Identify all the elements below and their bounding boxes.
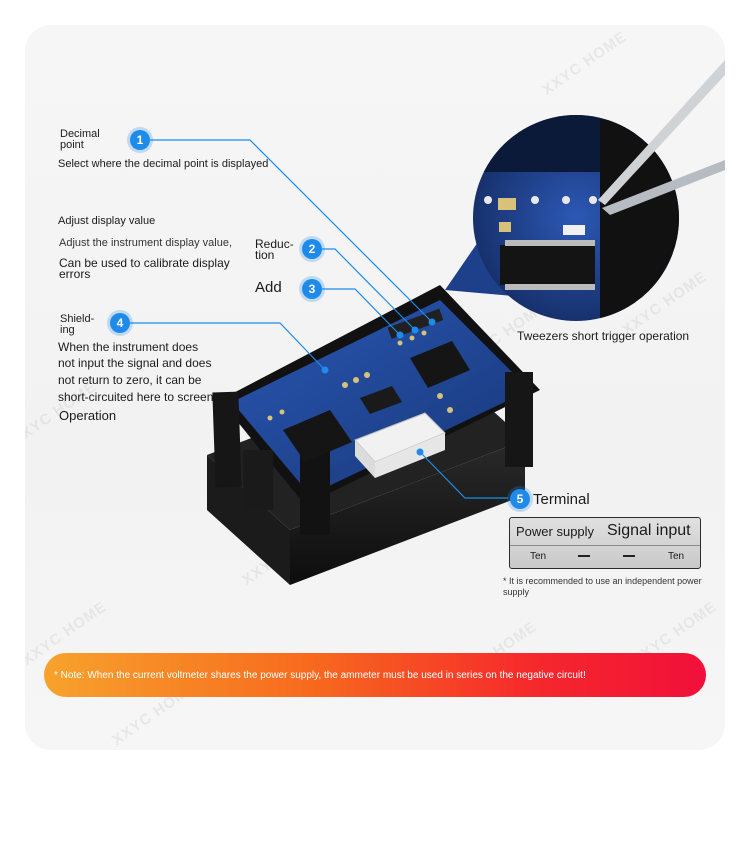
decimal-point-title-2: point <box>60 139 84 151</box>
leader-lines <box>130 139 508 499</box>
zoom-magnifier <box>445 60 725 321</box>
callout-badge-4: 4 <box>110 313 130 333</box>
pin-mark <box>623 555 635 557</box>
adjust-heading: Adjust display value <box>58 215 156 227</box>
shielding-desc-5: Operation <box>59 408 117 423</box>
signal-input-label: Signal input <box>607 522 691 539</box>
tweezers-caption: Tweezers short trigger operation <box>517 329 690 343</box>
shielding-desc-3: not return to zero, it can be <box>58 373 202 387</box>
adjust-line-3: errors <box>59 267 91 281</box>
pin-right-label: Ten <box>668 551 685 562</box>
pin-mark <box>578 555 590 557</box>
warning-banner: * Note: When the current voltmeter share… <box>44 653 706 697</box>
callout-badge-3: 3 <box>302 279 322 299</box>
power-supply-label: Power supply <box>516 524 595 539</box>
terminal-note-1: * It is recommended to use an independen… <box>503 576 702 586</box>
shielding-label-2: ing <box>60 324 75 336</box>
callout-badge-5: 5 <box>510 489 530 509</box>
adjust-line-2: Can be used to calibrate display <box>59 256 230 270</box>
shielding-desc-4: short-circuited here to screen <box>58 390 214 404</box>
shielding-label-1: Shield- <box>60 313 95 325</box>
decimal-point-description: Select where the decimal point is displa… <box>58 158 269 170</box>
callout-badge-1: 1 <box>130 130 150 150</box>
shielding-desc-2: not input the signal and does <box>58 356 212 370</box>
reduction-label-2: tion <box>255 248 275 262</box>
terminal-diagram: Power supply Signal input Ten Ten <box>509 517 701 569</box>
adjust-line-1: Adjust the instrument display value, <box>59 237 233 249</box>
callout-badge-2: 2 <box>302 239 322 259</box>
meter-housing <box>207 285 540 585</box>
add-label: Add <box>255 279 282 296</box>
terminal-note-2: supply <box>503 587 530 597</box>
terminal-label: Terminal <box>533 491 590 508</box>
warning-banner-text: * Note: When the current voltmeter share… <box>54 669 586 681</box>
shielding-desc-1: When the instrument does <box>58 340 199 354</box>
reduction-label-1: Reduc- <box>255 237 294 251</box>
decimal-point-title: Decimal <box>60 128 100 140</box>
pin-left-label: Ten <box>530 551 547 562</box>
